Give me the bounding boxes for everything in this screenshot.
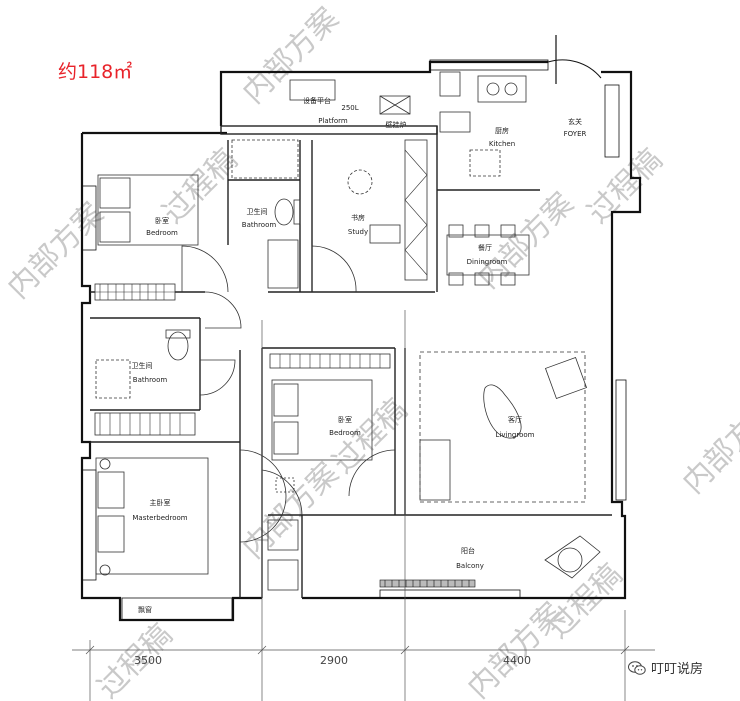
dimension-2900: 2900 bbox=[320, 654, 348, 667]
watermark-text: 内部方案 bbox=[1, 196, 111, 306]
exterior-walls bbox=[80, 35, 642, 622]
kitchen-label-cn: 厨房 bbox=[495, 126, 509, 135]
watermark-text: 内部方案 bbox=[236, 456, 346, 566]
balcony-railing bbox=[379, 579, 476, 588]
platform-label-en: Platform bbox=[318, 117, 348, 125]
watermark-text: 过程稿 bbox=[156, 142, 244, 230]
watermark-text: 过程稿 bbox=[541, 557, 629, 645]
balcony-label-en: Balcony bbox=[456, 562, 484, 570]
wechat-icon bbox=[628, 660, 646, 675]
master-label-cn: 主卧室 bbox=[150, 498, 171, 507]
master-label-en: Masterbedroom bbox=[132, 514, 187, 522]
dimension-labels: 3500 2900 4400 bbox=[134, 654, 531, 667]
kitchen-label-en: Kitchen bbox=[489, 140, 515, 148]
dimension-4400: 4400 bbox=[503, 654, 531, 667]
watermark-text: 内部方案 bbox=[471, 186, 581, 296]
watermark-text: 内部方案 bbox=[676, 391, 740, 501]
bedroom2-label-cn: 卧室 bbox=[338, 415, 352, 424]
bay-window-label: 飘窗 bbox=[138, 605, 152, 614]
area-label: 约118㎡ bbox=[58, 61, 133, 83]
windows bbox=[81, 59, 627, 621]
study-label-en: Study bbox=[348, 228, 368, 236]
doors bbox=[181, 245, 396, 543]
brand: 叮叮说房 bbox=[628, 658, 703, 677]
balcony-label-cn: 阳台 bbox=[461, 546, 475, 555]
platform-label-cn: 设备平台 bbox=[303, 96, 331, 105]
bedroom1-label-cn: 卧室 bbox=[155, 216, 169, 225]
bathroom1-label-en: Bathroom bbox=[242, 221, 277, 229]
bathroom2-label-cn: 卫生间 bbox=[132, 361, 153, 370]
foyer-label-cn: 玄关 bbox=[568, 117, 582, 126]
dining-label-en: Diningroom bbox=[467, 258, 508, 266]
living-label-cn: 客厅 bbox=[508, 415, 522, 424]
watermark-text: 内部方案 bbox=[236, 1, 346, 111]
wall-cabinet-label: 壁挂炉 bbox=[386, 120, 407, 129]
room-labels: 设备平台 250L Platform 壁挂炉 厨房 Kitchen 玄关 FOY… bbox=[132, 96, 587, 614]
bedroom2-label-en: Bedroom bbox=[329, 429, 361, 437]
bathroom1-label-cn: 卫生间 bbox=[247, 207, 268, 216]
wardrobes bbox=[94, 139, 428, 436]
bathroom2-label-en: Bathroom bbox=[133, 376, 168, 384]
dimension-3500: 3500 bbox=[134, 654, 162, 667]
dining-label-cn: 餐厅 bbox=[478, 243, 492, 252]
study-label-cn: 书房 bbox=[351, 213, 365, 222]
foyer-label-en: FOYER bbox=[564, 130, 587, 138]
living-label-en: Livingroom bbox=[496, 431, 535, 439]
platform-extra: 250L bbox=[341, 104, 358, 112]
dimension-lines bbox=[72, 310, 655, 701]
furniture bbox=[95, 71, 601, 591]
watermark-text: 过程稿 bbox=[581, 142, 669, 230]
bedroom1-label-en: Bedroom bbox=[146, 229, 178, 237]
brand-name: 叮叮说房 bbox=[651, 662, 704, 677]
